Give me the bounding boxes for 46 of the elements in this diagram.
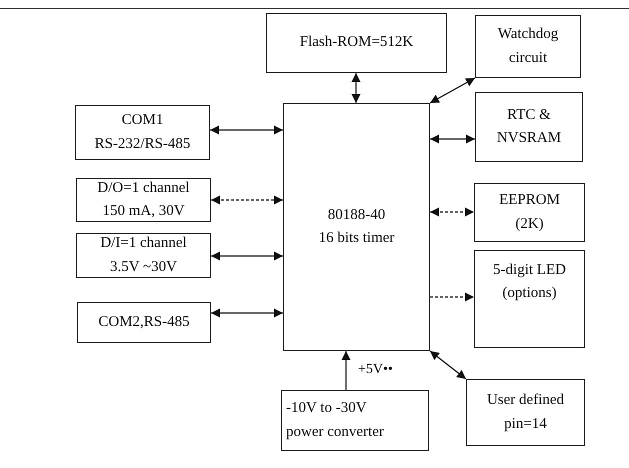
component-box (474, 183, 585, 242)
component-box (466, 379, 585, 446)
double-arrow (342, 351, 350, 390)
box-label: circuit (508, 48, 548, 68)
box-label: COM2,RS-485 (98, 313, 190, 332)
box-label: 16 bits timer (318, 229, 394, 248)
box-label: (2K) (515, 214, 544, 234)
box-label: Watchdog (498, 25, 558, 44)
component-box (475, 15, 581, 78)
edge-label: +5V•• (356, 362, 395, 376)
box-label: RS-232/RS-485 (94, 134, 190, 154)
box-label: pin=14 (504, 414, 547, 434)
double-arrow (430, 134, 475, 144)
box-label: Flash-ROM=512K (300, 33, 414, 52)
double-arrow (430, 292, 474, 302)
component-box (475, 92, 583, 162)
box-label: EEPROM (499, 191, 560, 210)
component-box (281, 390, 429, 451)
box-label: -10V to -30V (286, 399, 367, 418)
component-box (283, 103, 430, 351)
box-label: power converter (286, 422, 384, 442)
component-box (474, 250, 585, 348)
double-arrow (430, 77, 476, 104)
box-label: NVSRAM (496, 129, 562, 148)
double-arrow (211, 252, 283, 260)
double-arrow (211, 308, 283, 318)
box-label: 3.5V ~30V (110, 258, 177, 276)
component-box (76, 178, 211, 222)
box-label: (options) (502, 284, 557, 304)
box-label: D/O=1 channel (97, 178, 190, 198)
double-arrow (352, 73, 360, 103)
component-box (266, 13, 447, 73)
box-label: RTC & (507, 106, 551, 125)
double-arrow (430, 208, 474, 216)
double-arrow (210, 126, 283, 134)
component-box (76, 233, 211, 278)
component-box (75, 105, 210, 160)
box-label: 5-digit LED (493, 261, 566, 280)
box-label: D/I=1 channel (100, 234, 187, 254)
box-label: 150 mA, 30V (102, 202, 185, 221)
box-label: User defined (486, 391, 564, 410)
box-label: 80188-40 (328, 206, 386, 225)
component-box (77, 302, 211, 343)
double-arrow (430, 350, 466, 380)
double-arrow (211, 196, 283, 204)
box-label: COM1 (122, 111, 164, 130)
